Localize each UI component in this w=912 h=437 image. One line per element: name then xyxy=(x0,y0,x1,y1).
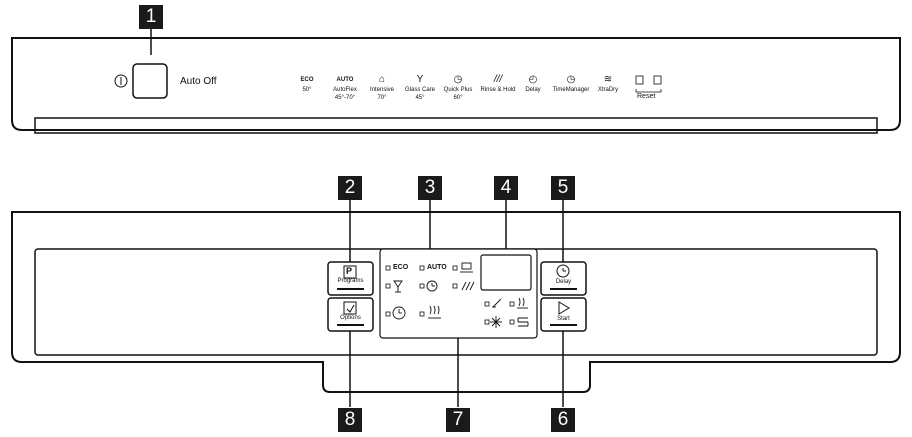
delay-button-shape xyxy=(540,261,587,296)
indicator-symbols xyxy=(392,262,529,328)
indicator-auto: AUTO xyxy=(427,264,447,271)
program-temp: 45° xyxy=(415,95,425,101)
option-delay: ◴ Delay xyxy=(508,74,558,94)
program-intensive: ⌂ Intensive 70° xyxy=(357,74,407,102)
quick-plus-icon: ◷ xyxy=(453,74,463,85)
callout-3: 3 xyxy=(418,176,442,200)
program-glass-care: Y Glass Care 45° xyxy=(395,74,445,102)
program-eco: ECO 50° xyxy=(282,74,332,94)
eco-text-icon: ECO xyxy=(300,77,314,83)
programs-button-label: Programs xyxy=(337,278,364,284)
program-label: Intensive xyxy=(369,87,394,93)
delay-button-label: Delay xyxy=(555,279,572,285)
programs-icon xyxy=(343,265,357,279)
start-play-icon xyxy=(558,301,570,315)
top-panel-outline xyxy=(11,37,901,134)
program-rinse-hold: /// Rinse & Hold xyxy=(473,74,523,94)
callout-7: 7 xyxy=(446,408,470,432)
programs-p-glyph: P xyxy=(346,266,353,276)
program-label: Glass Care xyxy=(404,87,435,93)
callout-leaders xyxy=(349,198,564,407)
callout-4: 4 xyxy=(494,176,518,200)
program-label: Rinse & Hold xyxy=(480,87,516,93)
start-button-label: Start xyxy=(557,316,570,322)
on-off-button-shape xyxy=(132,63,168,99)
auto-off-label: Auto Off xyxy=(180,76,217,87)
delay-clock-icon xyxy=(556,264,570,278)
callout-5: 5 xyxy=(551,176,575,200)
program-label: Quick Plus xyxy=(443,87,473,93)
program-quick-plus: ◷ Quick Plus 60° xyxy=(433,74,483,102)
program-label: XtraDry xyxy=(597,87,619,93)
callout-2: 2 xyxy=(338,176,362,200)
options-icon xyxy=(343,301,357,315)
program-label: AutoFlex xyxy=(333,87,357,93)
program-autoflex: AUTO AutoFlex 45°-70° xyxy=(320,74,370,102)
program-label: Delay xyxy=(525,87,541,93)
delay-icon: ◴ xyxy=(528,74,538,85)
rinse-hold-icon: /// xyxy=(493,74,503,85)
start-button-shape xyxy=(540,297,587,332)
callout-8: 8 xyxy=(338,408,362,432)
program-temp: 50° xyxy=(302,87,312,93)
program-temp: 60° xyxy=(453,95,463,101)
callout-6: 6 xyxy=(551,408,575,432)
indicator-squares xyxy=(385,265,515,325)
reset-label: Reset xyxy=(637,93,656,100)
xtra-dry-icon: ≋ xyxy=(603,74,613,85)
glass-care-icon: Y xyxy=(416,74,424,85)
program-label: TimeManager xyxy=(552,87,590,93)
callout-1: 1 xyxy=(139,5,163,29)
option-xtra-dry: ≋ XtraDry xyxy=(583,74,633,94)
indicator-eco: ECO xyxy=(393,264,409,271)
options-button-label: Options xyxy=(340,315,361,321)
bottom-panel-outline xyxy=(11,211,901,393)
program-temp: 70° xyxy=(377,95,387,101)
auto-text-icon: AUTO xyxy=(336,77,354,83)
reset-icons xyxy=(635,75,662,93)
display-screen xyxy=(480,254,532,291)
option-time-manager: ◷ TimeManager xyxy=(546,74,596,94)
program-temp: 45°-70° xyxy=(334,95,356,101)
power-icon xyxy=(114,74,128,88)
intensive-icon: ⌂ xyxy=(378,74,386,85)
time-manager-icon: ◷ xyxy=(566,74,576,85)
